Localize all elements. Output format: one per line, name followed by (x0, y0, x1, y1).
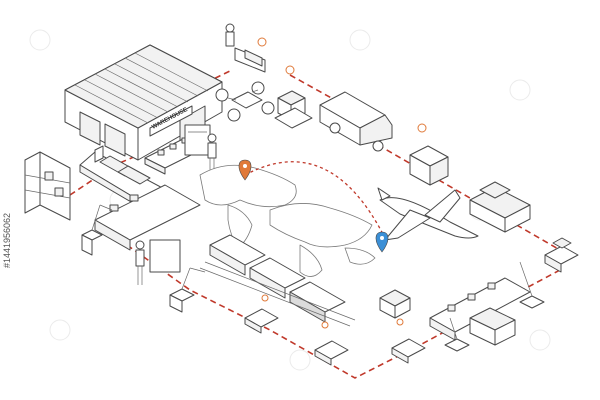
forklift-worker (225, 23, 267, 73)
pallet-boxes (469, 181, 531, 233)
location-pin-orange (238, 159, 252, 181)
operator-worker (135, 239, 181, 285)
location-pin-blue (375, 231, 389, 253)
box-pallet-bottom (379, 289, 411, 319)
cargo-airplane (377, 187, 479, 241)
box-pallet-right (469, 307, 516, 346)
map-route (238, 159, 389, 253)
warehouse-building: WAREHOUSE (64, 44, 223, 161)
autonomous-robot-2 (314, 321, 349, 366)
stock-id-label: #1441956062 (2, 213, 12, 268)
freight-train (199, 234, 356, 327)
package-cart (409, 123, 449, 186)
packaging-line (429, 261, 545, 352)
robot-cart-right (544, 237, 579, 273)
autonomous-robot-3 (391, 318, 426, 364)
robotic-arm-bottom (169, 267, 206, 313)
autonomous-robot (244, 294, 279, 334)
delivery-van (319, 91, 393, 152)
parcel-stack (274, 65, 313, 129)
delivery-drone (215, 81, 275, 122)
world-map (199, 164, 376, 277)
worker-figure (207, 133, 217, 170)
robotic-arm-station (81, 184, 201, 256)
storage-rack (24, 151, 71, 221)
conveyor-belt (144, 124, 211, 175)
